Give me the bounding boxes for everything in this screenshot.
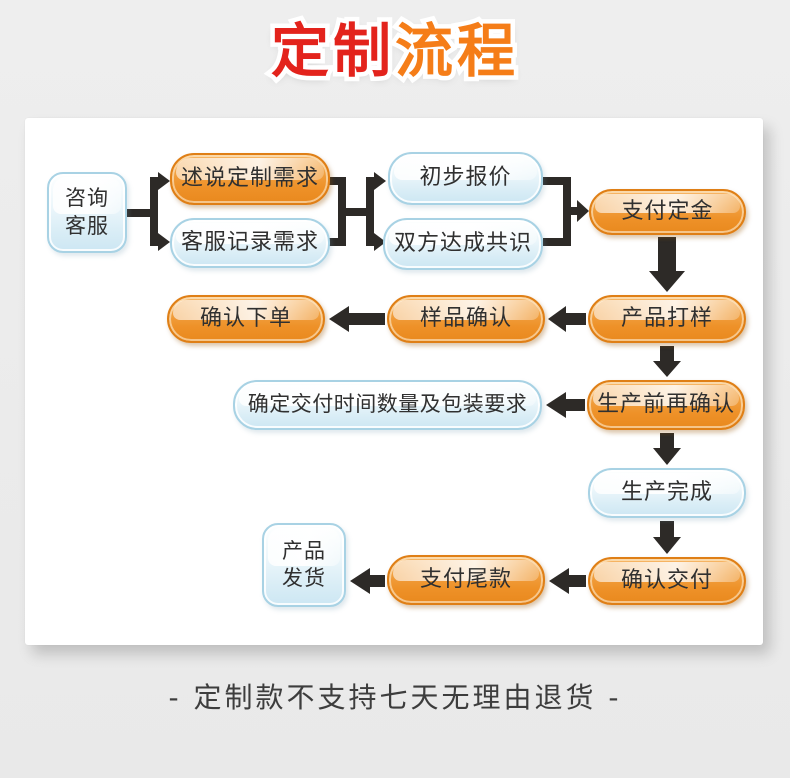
flow-node-confirm-order: 确认下单 (167, 295, 325, 343)
gloss-highlight (593, 385, 739, 407)
gloss-highlight (176, 158, 324, 181)
flow-node-label: 支付定金 (621, 198, 714, 224)
gloss-highlight (393, 300, 539, 321)
flow-node-label: 样品确认 (419, 305, 512, 331)
flow-node-label: 生产完成 (620, 479, 713, 505)
gloss-highlight (393, 560, 539, 582)
footer-note: - 定制款不支持七天无理由退货 - (168, 681, 622, 714)
page-title-text: 定制流程 (0, 18, 790, 85)
title-part-red: 定制 (270, 17, 395, 85)
gloss-highlight (394, 157, 537, 180)
flow-node-consensus: 双方达成共识 (383, 218, 543, 270)
gloss-highlight (176, 223, 324, 245)
gloss-highlight (53, 177, 121, 214)
flow-node-label: 客服记录需求 (180, 229, 319, 255)
flow-node-label: 咨询 客服 (65, 186, 109, 238)
flow-node-sample-confirm: 样品确认 (387, 295, 545, 343)
gloss-highlight (594, 562, 740, 583)
gloss-highlight (173, 300, 319, 321)
gloss-highlight (594, 300, 740, 321)
flow-node-label: 支付尾款 (419, 566, 512, 592)
flow-node-label: 述说定制需求 (180, 165, 319, 191)
flow-node-confirm-delivery: 确认交付 (588, 557, 746, 605)
flow-node-state-requirements: 述说定制需求 (170, 153, 330, 205)
flow-node-record-requirements: 客服记录需求 (170, 218, 330, 268)
page-title-outline: 定制流程 (0, 13, 790, 89)
flow-node-product-shipment: 产品 发货 (262, 523, 346, 607)
title-part-red-outline: 定制 (266, 13, 395, 89)
flow-node-delivery-details: 确定交付时间数量及包装要求 (233, 380, 542, 430)
flow-node-label: 产品 发货 (282, 538, 326, 590)
gloss-highlight (595, 194, 740, 214)
gloss-highlight (389, 223, 537, 246)
flow-node-label: 确认下单 (199, 305, 292, 331)
flow-node-reconfirm-before-production: 生产前再确认 (587, 380, 745, 430)
flow-node-label: 生产前再确认 (596, 391, 735, 417)
gloss-highlight (594, 473, 740, 495)
page-title: 定制流程 定制流程 (0, 13, 790, 89)
flow-node-pay-balance: 支付尾款 (387, 555, 545, 605)
flow-node-label: 产品打样 (620, 305, 713, 331)
flow-node-consult-service: 咨询 客服 (47, 172, 127, 253)
flow-node-pay-deposit: 支付定金 (589, 189, 746, 235)
gloss-highlight (268, 528, 340, 567)
title-part-orange: 流程 (395, 17, 520, 85)
flow-node-label: 初步报价 (419, 165, 512, 191)
flow-node-product-sampling: 产品打样 (588, 295, 746, 343)
flow-node-label: 确认交付 (620, 567, 713, 593)
flow-node-label: 确定交付时间数量及包装要求 (247, 392, 528, 417)
title-part-orange-outline: 流程 (390, 13, 520, 89)
gloss-highlight (239, 385, 536, 407)
flow-node-production-complete: 生产完成 (588, 468, 746, 518)
flow-node-initial-quote: 初步报价 (388, 152, 543, 205)
flow-node-label: 双方达成共识 (393, 230, 532, 256)
